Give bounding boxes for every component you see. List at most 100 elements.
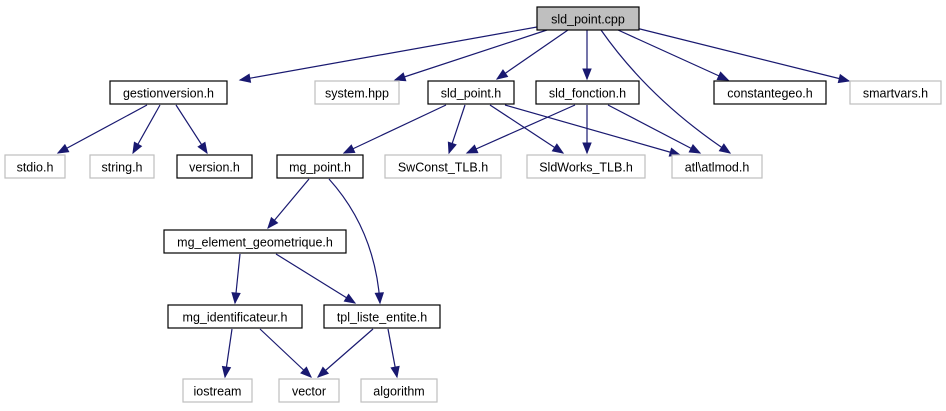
node-sld-point-h[interactable]: sld_point.h [427,80,515,105]
edge-mg-identificateur-h-to-vector [259,328,312,378]
node-box [671,154,763,179]
edge-line [343,104,447,154]
node-mg-identificateur-h[interactable]: mg_identificateur.h [167,304,303,329]
arrowhead-icon [56,143,70,154]
node-atlmod-h: atl\atlmod.h [671,154,763,179]
node-label: atl\atlmod.h [685,161,750,175]
edge-sld-fonction-h-to-swconst-tlb-h [465,104,576,154]
edge-sld-fonction-h-to-sldworks-tlb-h [582,105,592,155]
node-string-h: string.h [89,154,155,179]
node-constantegeo-h[interactable]: constantegeo.h [713,80,827,105]
edge-line [617,29,729,81]
edge-sld-point-h-to-sldworks-tlb-h [489,104,565,154]
edge-sld-point-cpp-to-smartvars-h [635,27,851,84]
edge-gestionversion-h-to-version-h [175,104,208,155]
node-mg-point-h[interactable]: mg_point.h [276,154,364,179]
node-box [536,6,640,31]
node-version-h[interactable]: version.h [176,154,253,179]
node-label: version.h [189,161,240,175]
edge-sld-point-cpp-to-sld-point-h [495,29,569,80]
node-label: sld_fonction.h [549,87,626,101]
node-label: mg_identificateur.h [183,311,288,325]
node-box[interactable] [167,304,303,329]
node-box [849,80,942,105]
arrowhead-icon [447,141,457,155]
node-label: algorithm [373,385,424,399]
node-sld-point-cpp: sld_point.cpp [536,6,640,31]
edge-sld-point-h-to-mg-point-h [342,104,447,154]
node-label: SwConst_TLB.h [398,161,488,175]
node-label: sld_point.h [441,87,502,101]
arrowhead-icon [582,68,592,81]
node-box [278,378,340,403]
arrowhead-icon [688,143,702,154]
node-box[interactable] [535,80,640,105]
node-label: system.hpp [325,87,389,101]
node-box [89,154,155,179]
edge-line [317,328,374,378]
edge-gestionversion-h-to-stdio-h [56,104,148,154]
node-box[interactable] [713,80,827,105]
arrowhead-icon [221,365,232,379]
node-gestionversion-h[interactable]: gestionversion.h [109,80,228,105]
arrowhead-icon [716,71,730,81]
node-box[interactable] [176,154,253,179]
edge-line [275,253,356,304]
nodes-layer: sld_point.cpp gestionversion.h system.hpp s… [4,6,942,403]
node-label: string.h [102,161,143,175]
edges-layer [56,26,851,379]
node-box [526,154,646,179]
node-sldworks-tlb-h: SldWorks_TLB.h [526,154,646,179]
node-label: SldWorks_TLB.h [539,161,633,175]
edge-line [328,178,381,304]
arrowhead-icon [374,292,385,305]
node-system-hpp: system.hpp [314,80,400,105]
node-label: vector [292,385,326,399]
node-box [360,378,438,403]
arrowhead-icon [343,293,357,304]
node-box [4,154,66,179]
node-tpl-liste-entite-h[interactable]: tpl_liste_entite.h [323,304,441,329]
node-box [384,154,502,179]
node-label: gestionversion.h [123,87,214,101]
node-iostream: iostream [182,378,253,403]
arrowhead-icon [551,143,565,154]
edge-line [496,29,569,80]
node-sld-fonction-h[interactable]: sld_fonction.h [535,80,640,105]
edge-tpl-liste-entite-h-to-vector [316,328,374,378]
node-label: sld_point.cpp [551,13,625,27]
node-box[interactable] [323,304,441,329]
arrowhead-icon [231,292,241,305]
edge-line [259,328,312,378]
node-mg-element-geometrique-h[interactable]: mg_element_geometrique.h [163,229,347,254]
edge-line [239,26,538,81]
edge-sld-point-cpp-to-gestionversion-h [238,26,538,83]
edge-sld-point-h-to-swconst-tlb-h [447,104,466,155]
node-smartvars-h: smartvars.h [849,80,942,105]
edge-sld-point-h-to-atlmod-h [504,104,682,157]
arrowhead-icon [267,216,279,230]
arrowhead-icon [465,144,479,154]
edge-line [607,104,701,154]
arrowhead-icon [582,142,592,155]
node-label: tpl_liste_entite.h [337,311,427,325]
edge-line [57,104,148,154]
edge-sld-point-cpp-to-constantegeo-h [617,29,730,81]
node-label: mg_point.h [289,161,351,175]
edge-line [394,29,548,81]
edge-mg-point-h-to-mg-element-geometrique-h [267,178,310,230]
edge-sld-point-cpp-to-sld-fonction-h [582,30,592,81]
edge-mg-element-geometrique-h-to-tpl-liste-entite-h [275,253,357,304]
edge-line [489,104,564,154]
edge-sld-point-cpp-to-system-hpp [393,29,548,82]
edge-line [267,178,310,229]
node-box[interactable] [109,80,228,105]
node-box[interactable] [276,154,364,179]
edge-line [600,29,731,154]
arrowhead-icon [495,69,509,80]
node-box[interactable] [427,80,515,105]
node-label: stdio.h [17,161,54,175]
edge-mg-identificateur-h-to-iostream [221,328,233,379]
node-box[interactable] [163,229,347,254]
